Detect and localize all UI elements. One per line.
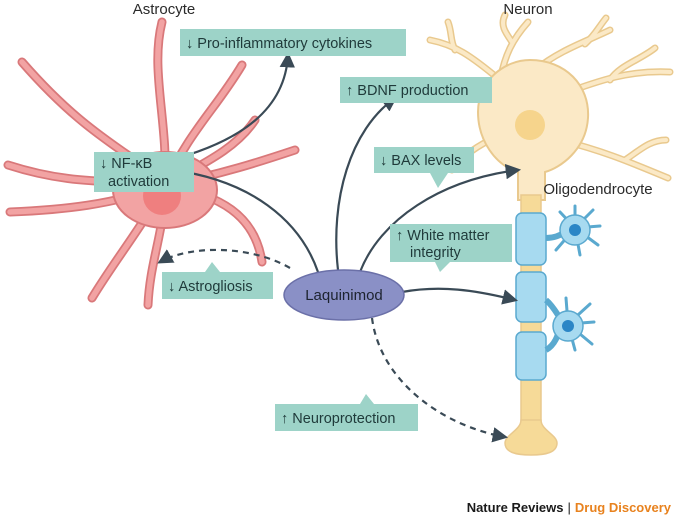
box-bdnf: ↑ BDNF production bbox=[340, 77, 492, 103]
svg-text:activation: activation bbox=[108, 174, 169, 190]
credit-separator: | bbox=[567, 500, 571, 515]
arrow-to-astrogliosis bbox=[157, 248, 291, 269]
svg-text:↓ NF-κB: ↓ NF-κB bbox=[100, 156, 152, 172]
svg-text:↑ BDNF production: ↑ BDNF production bbox=[346, 83, 469, 99]
journal-section: Drug Discovery bbox=[574, 500, 671, 515]
svg-text:↓ BAX levels: ↓ BAX levels bbox=[380, 153, 461, 169]
oligodendrocyte-nucleus bbox=[569, 224, 581, 236]
arrow-to-bax bbox=[358, 163, 522, 273]
svg-text:↑ White matter: ↑ White matter bbox=[396, 228, 490, 244]
box-neuroprotection: ↑ Neuroprotection bbox=[275, 394, 418, 431]
box-nfkb: ↓ NF-κB activation bbox=[94, 152, 194, 192]
journal-name: Nature Reviews bbox=[466, 500, 564, 515]
svg-text:↓ Pro-inflammatory cytokines: ↓ Pro-inflammatory cytokines bbox=[186, 36, 372, 52]
oligodendrocyte-label: Oligodendrocyte bbox=[543, 181, 652, 198]
box-astrogliosis: ↓ Astrogliosis bbox=[162, 262, 273, 299]
oligodendrocyte-lower bbox=[543, 296, 596, 353]
svg-text:↓ Astrogliosis: ↓ Astrogliosis bbox=[168, 279, 253, 295]
svg-text:integrity: integrity bbox=[410, 245, 462, 261]
astrocyte-label: Astrocyte bbox=[133, 1, 196, 18]
neuron-nucleus bbox=[515, 110, 545, 140]
journal-credit: Nature Reviews|Drug Discovery bbox=[467, 500, 671, 515]
box-white-matter: ↑ White matter integrity bbox=[390, 224, 512, 272]
neuron-label: Neuron bbox=[503, 1, 552, 18]
myelin-sheaths bbox=[515, 212, 547, 381]
arrow-to-white-matter bbox=[401, 287, 518, 305]
arrow-to-bdnf bbox=[335, 96, 398, 271]
laquinimod-label: Laquinimod bbox=[305, 287, 383, 304]
box-proinflammatory: ↓ Pro-inflammatory cytokines bbox=[180, 29, 406, 56]
svg-text:↑ Neuroprotection: ↑ Neuroprotection bbox=[281, 411, 395, 427]
arrow-to-neuroprotection bbox=[370, 317, 509, 443]
box-bax: ↓ BAX levels bbox=[374, 147, 474, 188]
oligodendrocyte-upper bbox=[545, 204, 602, 257]
axon-terminal bbox=[504, 419, 558, 456]
oligodendrocyte-nucleus bbox=[562, 320, 574, 332]
laquinimod-node: Laquinimod bbox=[283, 269, 405, 321]
arrow-to-cytokines bbox=[177, 51, 296, 160]
effect-arrows bbox=[157, 51, 522, 443]
arrow-to-nfkb bbox=[168, 163, 320, 273]
